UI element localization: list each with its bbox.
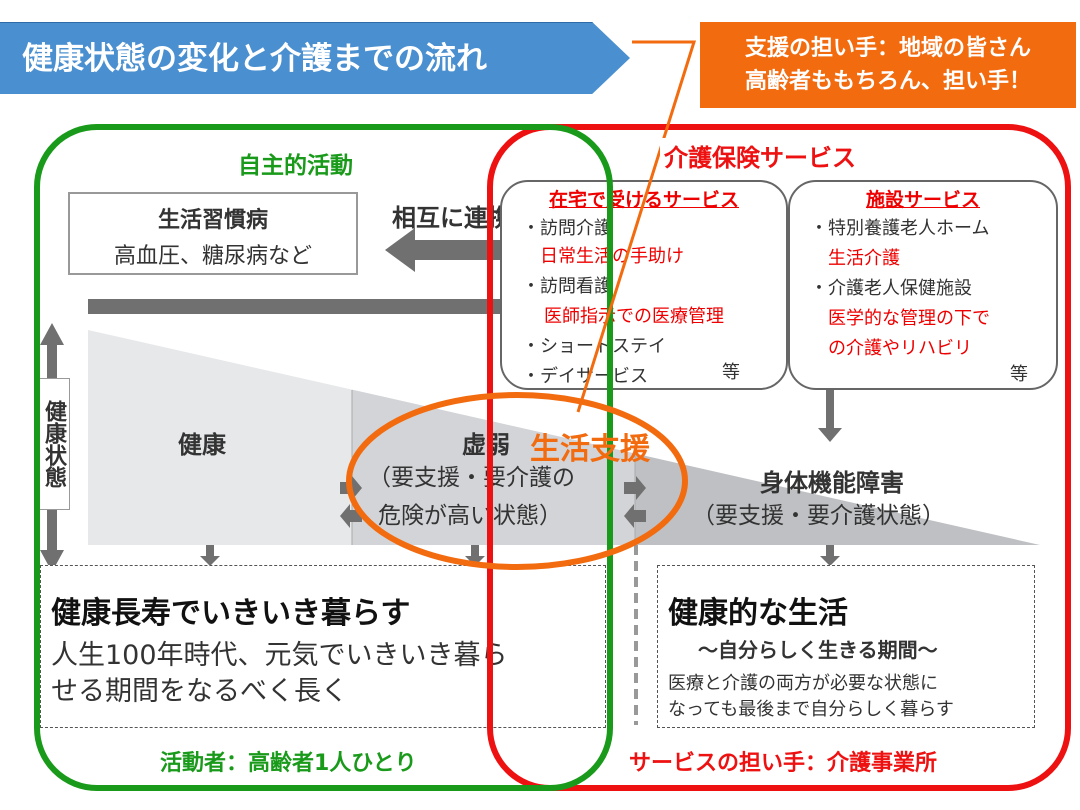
arrow-left-icon <box>385 228 500 272</box>
service-item: ・ショートステイ <box>522 336 666 357</box>
life-support-label: 生活支援 <box>530 432 650 467</box>
stage-frail-sub2: 危険が高い状態） <box>378 503 562 529</box>
care-insurance-label: 介護保険サービス <box>660 138 860 173</box>
stage-healthy: 健康 <box>178 431 226 459</box>
service-item: ・特別養護老人ホーム <box>810 218 990 239</box>
right-goal-line2: なっても最後まで自分らしく暮らす <box>668 699 954 720</box>
arrow-down-icon <box>818 390 842 442</box>
home-services-box: 在宅で受けるサービス ・訪問介護 日常生活の手助け ・訪問看護 医師指示での医療… <box>500 180 788 390</box>
arrow-down-icon <box>820 545 840 566</box>
arrow-down-icon <box>465 545 485 566</box>
care-insurance-bottom: サービスの担い手：介護事業所 <box>625 745 942 777</box>
supporters-box: 支援の担い手：地域の皆さん 高齢者ももちろん、担い手！ <box>700 22 1076 108</box>
right-goal-title: 健康的な生活 <box>668 596 848 631</box>
service-desc: 医学的な管理の下で <box>828 308 990 329</box>
self-activity-label: 自主的活動 <box>238 153 353 179</box>
right-goal-line1: 医療と介護の両方が必要な状態に <box>668 673 938 694</box>
left-goal-line2: せる期間をなるべく長く <box>51 676 348 707</box>
supporters-line1: 支援の担い手：地域の皆さん <box>744 36 1031 61</box>
supporters-line2: 高齢者ももちろん、担い手！ <box>744 69 1031 94</box>
stage-frail: 虚弱 <box>462 431 510 459</box>
facility-services-box: 施設サービス ・特別養護老人ホーム 生活介護 ・介護老人保健施設 医学的な管理の… <box>788 180 1058 390</box>
self-activity-bottom: 活動者：高齢者1人ひとり <box>160 751 417 776</box>
service-desc: 医師指示での医療管理 <box>544 306 724 327</box>
service-item: ・デイサービス <box>522 366 648 387</box>
stage-disabled-sub: （要支援・要介護状態） <box>692 503 945 529</box>
left-goal-line1: 人生100年時代、元気でいきいき暮ら <box>51 640 508 671</box>
service-desc: 生活介護 <box>828 248 900 269</box>
mutual-label: 相互に連携 <box>392 204 512 232</box>
service-item: ・訪問看護 <box>522 276 612 297</box>
title-banner: 健康状態の変化と介護までの流れ <box>0 22 630 94</box>
etc-label: 等 <box>722 362 740 383</box>
service-item: ・訪問介護 <box>522 218 612 239</box>
right-goal-box: 健康的な生活 ～自分らしく生きる期間～ 医療と介護の両方が必要な状態に なっても… <box>657 565 1035 728</box>
facility-services-title: 施設サービス <box>865 189 980 211</box>
health-axis-label: 健康状態 <box>36 378 70 510</box>
lifestyle-sub: 高血圧、糖尿病など <box>113 244 312 269</box>
service-item: ・介護老人保健施設 <box>810 278 972 299</box>
lifestyle-disease-box: 生活習慣病 高血圧、糖尿病など <box>68 192 358 275</box>
right-goal-subtitle: ～自分らしく生きる期間～ <box>698 638 938 662</box>
arrow-down-icon <box>200 545 220 566</box>
etc-label: 等 <box>1010 364 1028 385</box>
home-services-title: 在宅で受けるサービス <box>548 189 739 211</box>
service-desc: 日常生活の手助け <box>540 246 684 267</box>
stage-disabled: 身体機能障害 <box>760 469 904 497</box>
lifestyle-title: 生活習慣病 <box>157 208 268 233</box>
left-goal-title: 健康長寿でいきいき暮らす <box>51 596 411 631</box>
left-goal-box: 健康長寿でいきいき暮らす 人生100年時代、元気でいきいき暮ら せる期間をなるべ… <box>40 565 606 728</box>
